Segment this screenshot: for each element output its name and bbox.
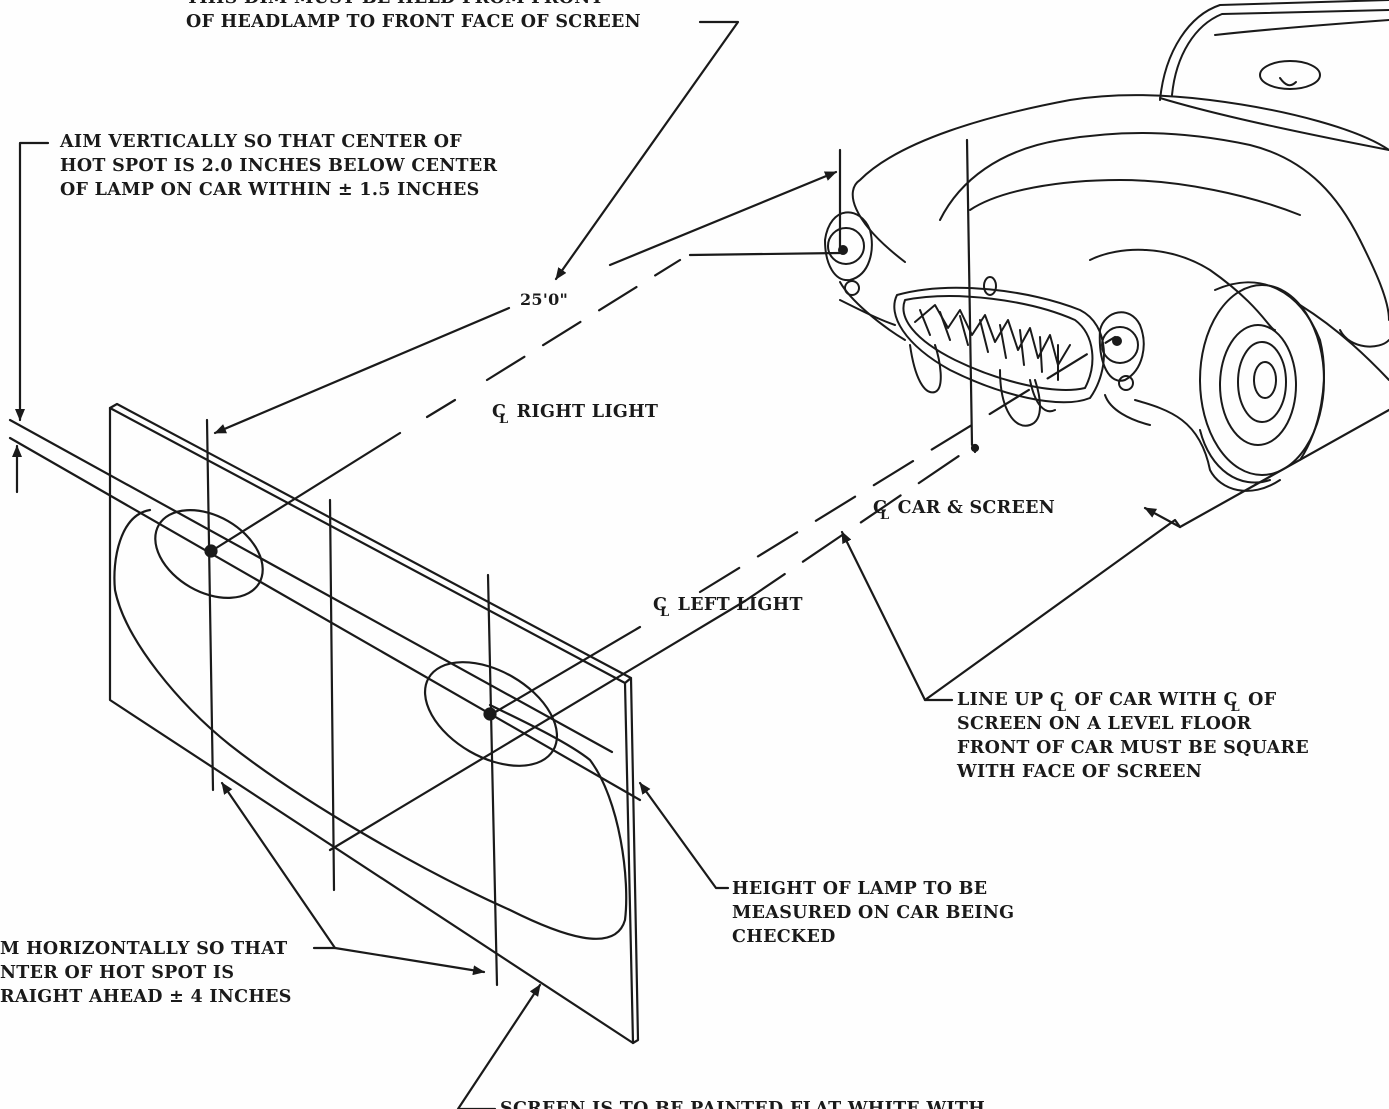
- line-up-line2: SCREEN ON A LEVEL FLOOR: [957, 714, 1252, 734]
- line-up-line3: FRONT OF CAR MUST BE SQUARE: [957, 738, 1309, 758]
- screen-left-lamp-vertical: [486, 573, 499, 987]
- dim-note-label: THIS DIM MUST BE HELD FROM FRONT OF HEAD…: [186, 0, 641, 34]
- height-lamp-line1: HEIGHT OF LAMP TO BE: [732, 879, 988, 899]
- screen-note-leader: [456, 983, 542, 1109]
- distance-arrow-left: [213, 306, 511, 435]
- aim-horizontal-line1: M HORIZONTALLY SO THAT: [0, 939, 288, 959]
- screen-cutoff-outline: [113, 508, 628, 940]
- aiming-screen: [108, 402, 640, 1045]
- dim-note-line2: OF HEADLAMP TO FRONT FACE OF SCREEN: [186, 12, 641, 32]
- dim-note-leader: [554, 20, 740, 281]
- car-screen-center-line: [328, 443, 980, 852]
- aim-horizontal-leader-right: [333, 946, 486, 976]
- car-centerline-vertical: [965, 138, 974, 447]
- screen-note-label: SCREEN IS TO BE PAINTED FLAT WHITE WITH: [500, 1099, 986, 1109]
- line-up-leader-left: [840, 530, 954, 702]
- height-lamp-line2: MEASURED ON CAR BEING: [732, 903, 1015, 923]
- horizontal-reference-lower: [8, 436, 642, 802]
- line-up-line4: WITH FACE OF SCREEN: [957, 762, 1203, 782]
- aim-vertical-line3: OF LAMP ON CAR WITHIN ± 1.5 INCHES: [60, 180, 480, 200]
- right-hot-spot: [154, 509, 264, 599]
- dim-note-line1: THIS DIM MUST BE HELD FROM FRONT: [186, 0, 641, 10]
- left-light-center-line: [490, 335, 1117, 716]
- height-lamp-line3: CHECKED: [732, 927, 836, 947]
- right-light-center-line: [211, 251, 842, 552]
- distance-label: 25'0": [520, 290, 569, 309]
- aim-vertical-leader-top: [15, 141, 50, 422]
- horizontal-reference-upper: [8, 418, 614, 754]
- aim-vertical-line2: HOT SPOT IS 2.0 INCHES BELOW CENTER: [60, 156, 498, 176]
- distance-arrow-right: [608, 170, 838, 267]
- screen-thickness: [108, 402, 640, 1045]
- aim-horizontal-line2: NTER OF HOT SPOT IS: [0, 963, 235, 983]
- corvette-car: [824, 0, 1389, 492]
- aim-vertical-line1: AIM VERTICALLY SO THAT CENTER OF: [60, 132, 462, 152]
- aim-horizontal-line3: RAIGHT AHEAD ± 4 INCHES: [0, 987, 292, 1007]
- aim-vertical-label: AIM VERTICALLY SO THAT CENTER OF HOT SPO…: [60, 130, 497, 202]
- screen-right-lamp-vertical: [205, 418, 215, 792]
- height-lamp-label: HEIGHT OF LAMP TO BE MEASURED ON CAR BEI…: [732, 877, 1014, 949]
- height-lamp-leader: [638, 781, 730, 890]
- screen-center-vertical: [328, 498, 336, 892]
- aim-horizontal-label: M HORIZONTALLY SO THAT NTER OF HOT SPOT …: [0, 937, 292, 1009]
- aim-horizontal-leader-up: [220, 781, 337, 950]
- line-up-leader-right: [923, 518, 1182, 702]
